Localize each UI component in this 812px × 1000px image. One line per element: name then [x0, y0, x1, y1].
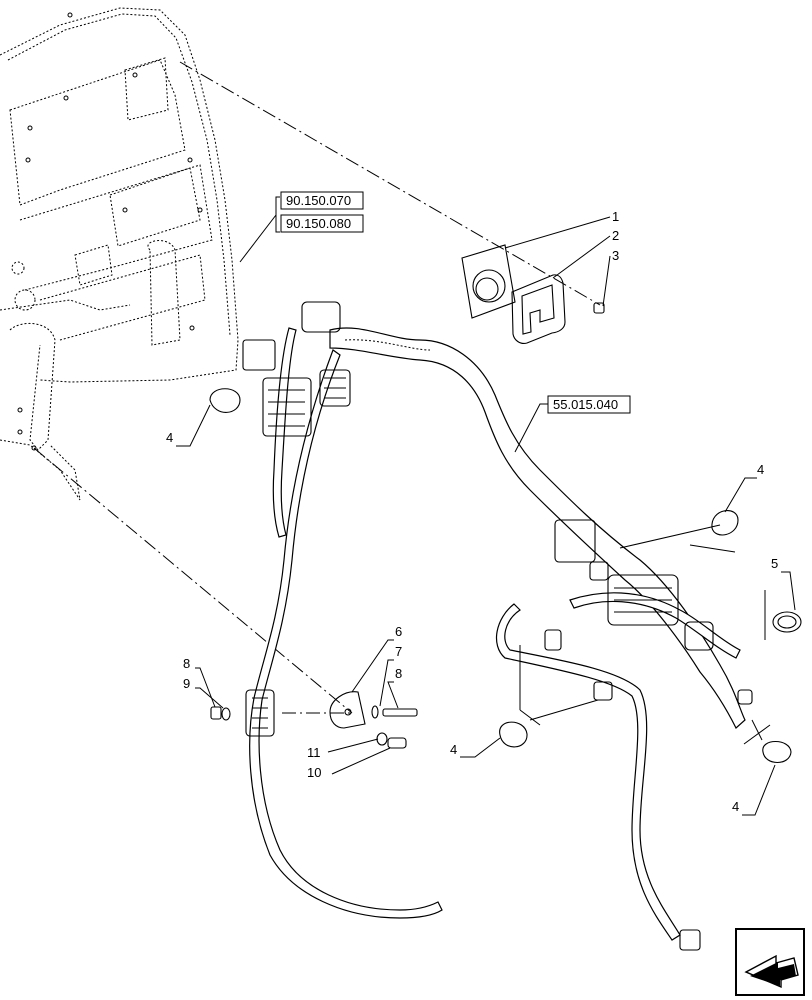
reference-box-55-015-040[interactable]: 55.015.040 [547, 395, 631, 414]
wiring-harness [242, 301, 753, 951]
callout-3: 3 [612, 248, 619, 263]
next-page-arrow-icon[interactable] [735, 928, 805, 996]
reference-label: 90.150.070 [286, 193, 351, 208]
reference-label: 90.150.080 [286, 216, 351, 231]
callout-8: 8 [395, 666, 402, 681]
callout-5: 5 [771, 556, 778, 571]
callout-9: 9 [183, 676, 190, 691]
callout-6: 6 [395, 624, 402, 639]
reference-box-90-150-080[interactable]: 90.150.080 [280, 214, 364, 233]
callout-4: 4 [450, 742, 457, 757]
parts [209, 244, 802, 764]
callout-7: 7 [395, 644, 402, 659]
alignment-lines [33, 61, 601, 714]
callout-4: 4 [166, 430, 173, 445]
callout-2: 2 [612, 228, 619, 243]
reference-label: 55.015.040 [553, 397, 618, 412]
callout-4: 4 [757, 462, 764, 477]
callouts: 1 2 3 4 4 4 4 5 6 7 8 8 9 11 10 [166, 209, 778, 814]
cab-panel [0, 7, 239, 501]
callout-4: 4 [732, 799, 739, 814]
callout-1: 1 [612, 209, 619, 224]
leader-lines [176, 196, 796, 816]
callout-10: 10 [307, 765, 321, 780]
callout-11: 11 [307, 745, 321, 760]
reference-box-90-150-070[interactable]: 90.150.070 [280, 191, 364, 210]
callout-8: 8 [183, 656, 190, 671]
